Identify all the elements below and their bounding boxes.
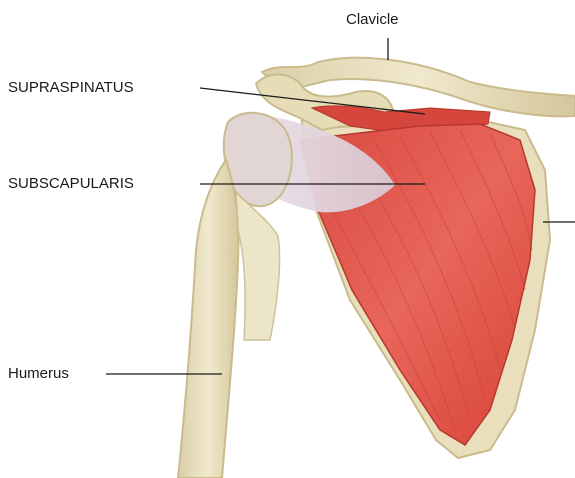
humerus-bone-upper bbox=[236, 192, 280, 340]
humerus-bone bbox=[178, 160, 239, 478]
subscapularis-label: SUBSCAPULARIS bbox=[8, 175, 134, 193]
supraspinatus-label: SUPRASPINATUS bbox=[8, 79, 134, 97]
humerus-label: Humerus bbox=[8, 365, 69, 383]
clavicle-label: Clavicle bbox=[346, 11, 399, 29]
